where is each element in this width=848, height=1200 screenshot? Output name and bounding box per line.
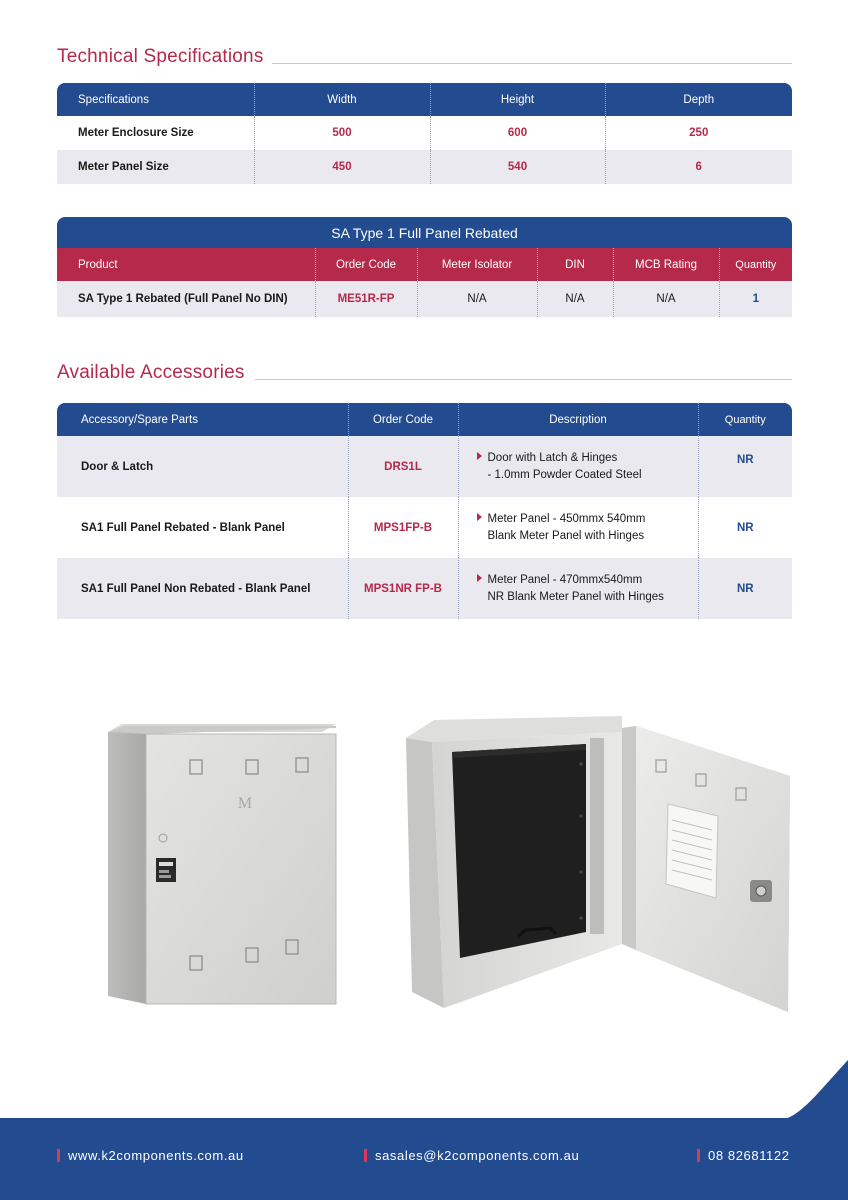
product-din: N/A <box>537 281 614 317</box>
col-header: Order Code <box>315 248 418 281</box>
accessory-quantity: NR <box>698 558 792 619</box>
table-row: Door & Latch DRS1L Door with Latch & Hin… <box>57 436 792 497</box>
footer-phone[interactable]: 08 82681122 <box>697 1148 790 1163</box>
spec-label: Meter Panel Size <box>57 150 255 184</box>
accessory-quantity: NR <box>698 497 792 558</box>
footer-website-text[interactable]: www.k2components.com.au <box>68 1148 244 1163</box>
spec-width: 500 <box>254 116 431 150</box>
accessory-order-code: MPS1FP-B <box>348 497 459 558</box>
bullet-triangle-icon <box>476 451 482 460</box>
spec-width: 450 <box>254 150 431 184</box>
product-meter-isolator: N/A <box>417 281 538 317</box>
footer-email-text[interactable]: sasales@k2components.com.au <box>375 1148 580 1163</box>
accessory-description: Meter Panel - 450mmx 540mm Blank Meter P… <box>458 497 699 558</box>
table-row: Meter Enclosure Size 500 600 250 <box>57 116 792 150</box>
col-header: Width <box>254 83 431 116</box>
table-header-row: Accessory/Spare Parts Order Code Descrip… <box>57 403 792 436</box>
col-header: Depth <box>605 83 792 116</box>
tech-specs-title: Technical Specifications <box>57 46 264 67</box>
footer-accent-bar <box>57 1149 60 1162</box>
footer-email[interactable]: sasales@k2components.com.au <box>364 1148 579 1163</box>
col-header: Specifications <box>57 83 255 116</box>
accessory-name: Door & Latch <box>57 436 349 497</box>
product-name: SA Type 1 Rebated (Full Panel No DIN) <box>57 281 316 317</box>
col-header: Meter Isolator <box>417 248 538 281</box>
accessory-quantity: NR <box>698 436 792 497</box>
col-header: Order Code <box>348 403 459 436</box>
product-quantity: 1 <box>719 281 793 317</box>
bullet-triangle-icon <box>476 573 482 582</box>
product-table-title-row: SA Type 1 Full Panel Rebated <box>57 217 793 248</box>
accessory-description: Door with Latch & Hinges - 1.0mm Powder … <box>458 436 699 497</box>
accessory-name: SA1 Full Panel Non Rebated - Blank Panel <box>57 558 349 619</box>
accessory-order-code: MPS1NR FP-B <box>348 558 459 619</box>
accessories-title: Available Accessories <box>57 362 245 383</box>
tech-specs-heading: Technical Specifications <box>57 46 792 68</box>
description-line: NR Blank Meter Panel with Hinges <box>487 590 664 603</box>
col-header: Description <box>458 403 699 436</box>
footer-phone-text[interactable]: 08 82681122 <box>708 1148 790 1163</box>
spec-height: 540 <box>430 150 606 184</box>
description-line: Meter Panel - 470mmx540mm <box>487 573 643 586</box>
svg-text:M: M <box>238 795 252 812</box>
table-row: SA1 Full Panel Non Rebated - Blank Panel… <box>57 558 792 619</box>
table-row: SA1 Full Panel Rebated - Blank Panel MPS… <box>57 497 792 558</box>
heading-rule <box>254 379 792 380</box>
product-mcb-rating: N/A <box>613 281 720 317</box>
footer-accent-bar <box>697 1149 700 1162</box>
bullet-triangle-icon <box>476 512 482 521</box>
footer-accent-bar <box>364 1149 367 1162</box>
closed-enclosure-image: M <box>108 724 337 1005</box>
table-row: SA Type 1 Rebated (Full Panel No DIN) ME… <box>57 281 793 317</box>
spec-depth: 250 <box>605 116 792 150</box>
heading-rule <box>271 63 792 64</box>
spec-depth: 6 <box>605 150 792 184</box>
tech-specs-table: Specifications Width Height Depth Meter … <box>57 83 792 184</box>
col-header: MCB Rating <box>613 248 720 281</box>
footer-corner-decoration <box>780 1060 848 1120</box>
open-enclosure-image <box>406 716 790 1012</box>
col-header: DIN <box>537 248 614 281</box>
col-header: Quantity <box>719 248 793 281</box>
accessories-heading: Available Accessories <box>57 362 792 384</box>
footer-website[interactable]: www.k2components.com.au <box>57 1148 244 1163</box>
description-line: - 1.0mm Powder Coated Steel <box>487 468 642 481</box>
description-line: Door with Latch & Hinges <box>487 451 618 464</box>
table-row: Meter Panel Size 450 540 6 <box>57 150 792 184</box>
table-header-row: Specifications Width Height Depth <box>57 83 792 116</box>
accessories-table: Accessory/Spare Parts Order Code Descrip… <box>57 403 792 619</box>
col-header: Product <box>57 248 316 281</box>
accessory-name: SA1 Full Panel Rebated - Blank Panel <box>57 497 349 558</box>
description-line: Blank Meter Panel with Hinges <box>487 529 645 542</box>
footer-bar <box>0 1118 848 1200</box>
col-header: Height <box>430 83 606 116</box>
product-table: SA Type 1 Full Panel Rebated Product Ord… <box>57 217 793 317</box>
product-table-title: SA Type 1 Full Panel Rebated <box>57 217 793 248</box>
spec-label: Meter Enclosure Size <box>57 116 255 150</box>
table-header-row: Product Order Code Meter Isolator DIN MC… <box>57 248 793 281</box>
spec-height: 600 <box>430 116 606 150</box>
col-header: Accessory/Spare Parts <box>57 403 349 436</box>
product-order-code: ME51R-FP <box>315 281 418 317</box>
description-line: Meter Panel - 450mmx 540mm <box>487 512 646 525</box>
accessory-description: Meter Panel - 470mmx540mm NR Blank Meter… <box>458 558 699 619</box>
accessory-order-code: DRS1L <box>348 436 459 497</box>
col-header: Quantity <box>698 403 792 436</box>
